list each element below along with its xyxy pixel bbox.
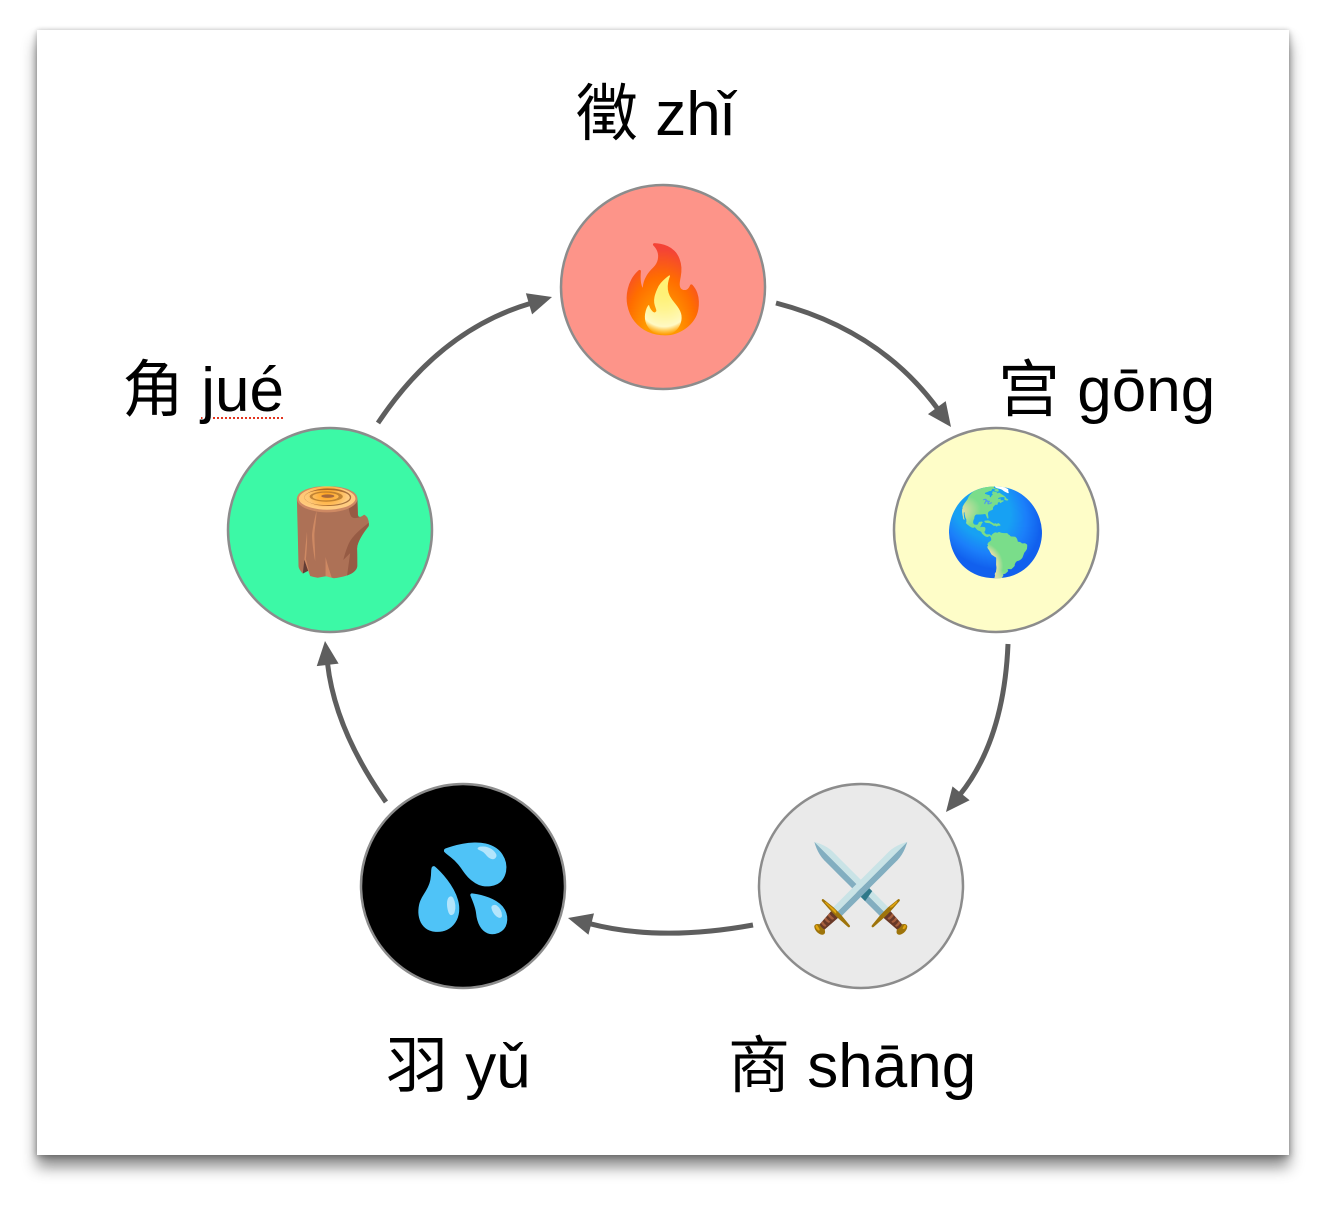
label-yu: 羽 yǔ [386, 1036, 531, 1098]
globe-americas-icon: 🌎 [944, 483, 1049, 581]
crossed-swords-icon: ⚔️ [809, 839, 914, 937]
arrow-head-icon [525, 293, 552, 315]
arrow-line [775, 300, 941, 411]
label-gong-pinyin: gōng [1077, 356, 1216, 425]
node-circle-wood [226, 426, 434, 634]
label-gong-hanzi: 宫 [998, 356, 1061, 425]
node-circle-metal [757, 782, 965, 990]
label-yu-pinyin: yǔ [465, 1032, 531, 1101]
edges-layer [316, 293, 1011, 936]
arrow-zhi-to-gong [775, 300, 951, 427]
arrow-head-icon [927, 401, 951, 427]
fire-icon: 🔥 [611, 240, 716, 338]
arrow-head-icon [316, 641, 339, 667]
node-water: 💦 [359, 782, 567, 990]
arrow-line [375, 300, 532, 425]
arrow-yu-to-jue [316, 641, 389, 804]
label-jue: 角 jué [122, 360, 284, 422]
label-jue-hanzi: 角 [122, 356, 185, 425]
arrow-line [324, 662, 389, 804]
label-yu-hanzi: 羽 [386, 1032, 449, 1101]
wood-logs-icon: 🪵 [278, 483, 383, 581]
nodes-layer: 🔥 🌎 ⚔️ 💦 🪵 [226, 183, 1100, 990]
label-jue-pinyin: jué [201, 356, 284, 425]
label-shang-pinyin: shāng [807, 1032, 977, 1101]
arrow-jue-to-zhi [375, 293, 552, 425]
label-shang-hanzi: 商 [728, 1032, 791, 1101]
label-zhi-pinyin: zhǐ [655, 80, 735, 149]
arrow-gong-to-shang [946, 643, 1011, 812]
label-zhi-hanzi: 徵 [576, 80, 639, 149]
node-earth: 🌎 [892, 426, 1100, 634]
label-shang: 商 shāng [728, 1036, 976, 1098]
node-circle-fire [559, 183, 767, 391]
arrow-line [957, 643, 1011, 797]
sweat-droplets-icon: 💦 [411, 835, 516, 938]
node-circle-earth [892, 426, 1100, 634]
label-zhi: 徵 zhǐ [576, 84, 735, 146]
arrow-head-icon [946, 786, 970, 812]
node-metal: ⚔️ [757, 782, 965, 990]
node-circle-water [359, 782, 567, 990]
arrow-line [588, 921, 754, 936]
node-wood: 🪵 [226, 426, 434, 634]
arrow-shang-to-yu [568, 913, 754, 936]
arrow-head-icon [568, 913, 594, 935]
node-fire: 🔥 [559, 183, 767, 391]
label-gong: 宫 gōng [998, 360, 1215, 422]
